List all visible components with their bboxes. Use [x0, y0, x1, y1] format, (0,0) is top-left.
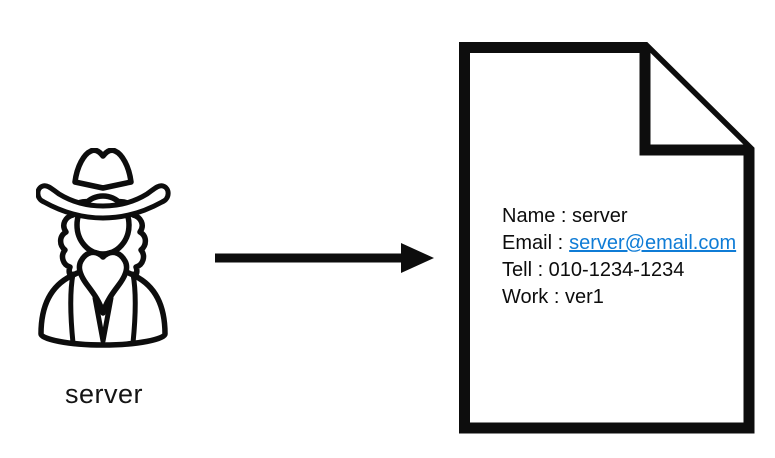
document-file-icon — [459, 42, 755, 434]
email-link[interactable]: server@email.com — [569, 232, 737, 254]
doc-line-email: Email :server@email.com — [502, 230, 736, 257]
doc-line-tell: Tell : 010-1234-1234 — [502, 259, 685, 281]
email-label: Email : — [502, 232, 564, 254]
document-text-block: Name : server Email :server@email.com Te… — [502, 203, 736, 311]
actor-server: server — [36, 148, 172, 410]
cowboy-person-icon — [36, 148, 171, 348]
actor-label: server — [64, 379, 143, 409]
doc-line-work: Work : ver1 — [502, 286, 604, 308]
right-arrow-icon — [215, 243, 434, 273]
doc-line-name: Name : server — [502, 205, 628, 227]
